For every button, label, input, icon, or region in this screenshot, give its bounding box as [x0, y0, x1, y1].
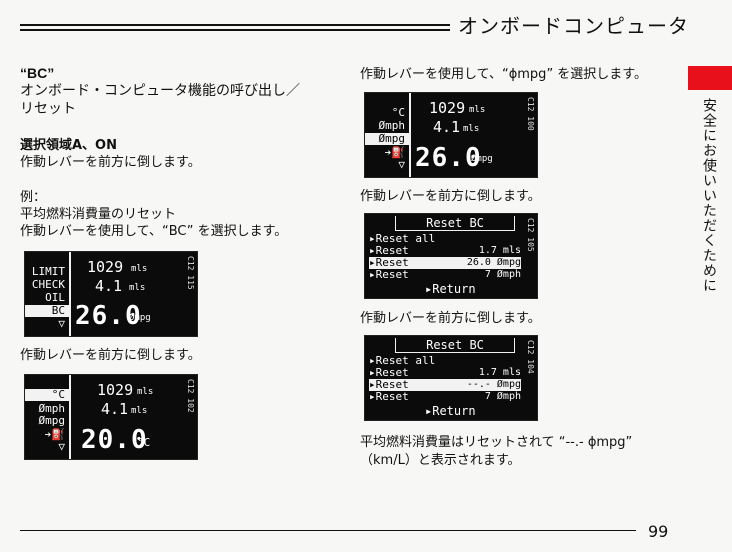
section-tab-marker	[688, 66, 732, 90]
menu-title: Reset BC	[395, 338, 515, 353]
subheading-line2: リセット	[20, 101, 76, 117]
display-line2-value: 4.1	[101, 400, 129, 418]
side-item-mpg: Ømpg	[38, 414, 66, 427]
right-step1: 作動レバーを使用して、“ϕmpg” を選択します。	[360, 67, 648, 82]
display-big-unit: °C	[137, 436, 151, 449]
step-instruction: 作動レバーを前方に倒します。	[20, 155, 201, 170]
display-side-menu: °C Ømph Ømpg ➔⛽ ▽	[25, 375, 71, 459]
figure-code: C12 105	[526, 218, 535, 252]
side-item-mpg-selected: Ømpg	[365, 133, 409, 145]
menu-return: ▸Return	[425, 404, 476, 418]
menu-title: Reset BC	[395, 216, 515, 231]
page-title: オンボードコンピュータ	[458, 14, 689, 38]
display-line1-value: 1029	[429, 99, 466, 117]
display-big-unit: Ømpg	[471, 154, 493, 164]
menu-item-reset-all: ▸Reset all	[369, 354, 436, 367]
section-heading: “BC”	[20, 65, 55, 81]
display-line1-unit: mls	[137, 387, 154, 397]
side-item-mph: Ømph	[378, 119, 406, 132]
fuel-pump-icon: ➔⛽	[384, 146, 405, 159]
display-line2-value: 4.1	[433, 118, 461, 136]
side-item-check: CHECK	[31, 278, 65, 291]
right-step2: 作動レバーを前方に倒します。	[360, 189, 541, 204]
example-line2: 作動レバーを使用して、“BC” を選択します。	[20, 224, 288, 239]
subheading-line1: オンボード・コンピュータ機能の呼び出し／	[20, 83, 300, 99]
header-rule	[20, 24, 450, 31]
display-big-value: 20.0	[81, 425, 148, 455]
display-line2-unit: mls	[129, 283, 146, 293]
down-arrow-icon: ▽	[58, 317, 65, 330]
display-big-value: 26.0	[75, 301, 142, 331]
right-step3: 作動レバーを前方に倒します。	[360, 311, 541, 326]
display-screen-temp: °C Ømph Ømpg ➔⛽ ▽ 1029 mls 4.1 mls 20.0 …	[24, 374, 198, 460]
menu-item-reset-mpg-selected: ▸Reset--.- Ømpg	[369, 378, 521, 391]
down-arrow-icon: ▽	[398, 158, 405, 171]
result-line2: （km/L）と表示されます。	[360, 453, 521, 468]
figure-code: C12 100	[526, 97, 535, 131]
display-line1-unit: mls	[469, 105, 486, 115]
example-label: 例：	[20, 190, 47, 205]
display-side-menu: LIMIT CHECK OIL BC ▽	[25, 252, 71, 336]
display-line1-value: 1029	[87, 258, 124, 276]
display-line2-unit: mls	[463, 124, 480, 134]
side-item-oil: OIL	[45, 291, 65, 304]
section-tab-label: 安全にお使いいただくために	[701, 98, 717, 293]
display-line2-unit: mls	[131, 406, 148, 416]
figure-code: C12 102	[186, 379, 195, 413]
example-line1: 平均燃料消費量のリセット	[20, 207, 177, 222]
down-arrow-icon: ▽	[58, 440, 65, 453]
side-item-temp: °C	[391, 106, 405, 119]
display-screen-mpg: °C Ømph Ømpg ➔⛽ ▽ 1029 mls 4.1 mls 26.0 …	[364, 92, 538, 178]
display-line1-unit: mls	[131, 264, 148, 274]
footer-rule	[20, 530, 636, 531]
step-instruction-2: 作動レバーを前方に倒します。	[20, 348, 201, 363]
display-side-menu: °C Ømph Ømpg ➔⛽ ▽	[365, 93, 411, 177]
figure-code: C12 104	[526, 340, 535, 374]
side-item-bc-selected: BC	[25, 305, 69, 317]
menu-return: ▸Return	[425, 282, 476, 296]
side-item-mph: Ømph	[38, 402, 66, 415]
result-line1: 平均燃料消費量はリセットされて “--.- ϕmpg”	[360, 435, 633, 450]
side-item-temp-selected: °C	[25, 389, 69, 401]
display-line2-value: 4.1	[95, 277, 123, 295]
fuel-pump-icon: ➔⛽	[44, 428, 65, 441]
display-big-unit: Ømpg	[129, 313, 151, 323]
side-item-limit: LIMIT	[31, 265, 65, 278]
figure-code: C12 115	[186, 256, 195, 290]
display-line1-value: 1029	[97, 381, 134, 399]
display-screen-bc: LIMIT CHECK OIL BC ▽ 1029 mls 4.1 mls 26…	[24, 251, 198, 337]
page-number: 99	[648, 522, 669, 541]
display-big-value: 26.0	[415, 143, 482, 173]
step-area-label: 選択領域A、ON	[20, 138, 117, 153]
menu-item-reset-all: ▸Reset all	[369, 232, 436, 245]
